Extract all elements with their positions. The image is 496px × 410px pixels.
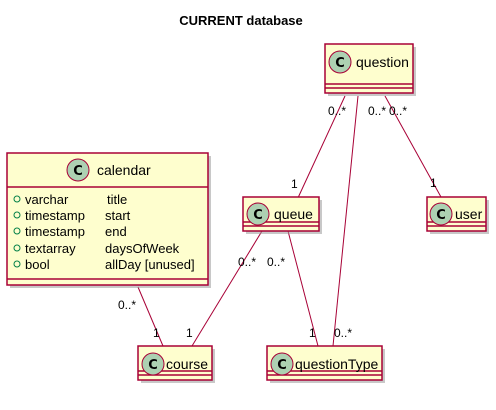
multiplicity-label: 1 bbox=[309, 326, 316, 340]
class-name: calendar bbox=[97, 162, 151, 178]
public-visibility-icon bbox=[13, 195, 21, 203]
attribute-type: timestamp bbox=[25, 224, 85, 239]
class-letter: C bbox=[148, 358, 158, 373]
public-visibility-icon bbox=[13, 227, 21, 235]
multiplicity-label: 0..* bbox=[328, 104, 346, 118]
class-stereotype-icon bbox=[429, 202, 453, 226]
class-questiontype[interactable]: C questionType bbox=[266, 345, 385, 383]
class-letter: C bbox=[253, 208, 263, 223]
multiplicity-label: 1 bbox=[291, 177, 298, 191]
attribute-name: start bbox=[105, 208, 131, 223]
class-letter: C bbox=[436, 208, 446, 223]
relation-queue-course: 0..* 1 bbox=[186, 230, 263, 347]
multiplicity-label: 0..* bbox=[368, 104, 386, 118]
attribute-name: end bbox=[105, 224, 127, 239]
class-course[interactable]: C course bbox=[137, 345, 215, 383]
attribute-row: textarray daysOfWeek bbox=[13, 241, 180, 256]
class-stereotype-icon bbox=[66, 158, 90, 182]
class-stereotype-icon bbox=[141, 352, 165, 376]
multiplicity-label: 0..* bbox=[267, 255, 285, 269]
class-stereotype-icon bbox=[270, 352, 294, 376]
attribute-row: timestamp start bbox=[13, 208, 131, 223]
multiplicity-label: 1 bbox=[430, 176, 437, 190]
multiplicity-label: 1 bbox=[186, 326, 193, 340]
multiplicity-label: 0..* bbox=[118, 298, 136, 312]
relation-question-user: 0..* 1 bbox=[384, 95, 442, 198]
attribute-name: allDay [unused] bbox=[105, 257, 195, 272]
attribute-name: daysOfWeek bbox=[105, 241, 180, 256]
class-letter: C bbox=[73, 164, 83, 179]
class-stereotype-icon bbox=[328, 50, 352, 74]
attribute-row: timestamp end bbox=[13, 224, 127, 239]
attribute-row: varchar title bbox=[13, 192, 127, 207]
class-letter: C bbox=[335, 56, 345, 71]
class-name: queue bbox=[274, 206, 313, 222]
class-question[interactable]: C question bbox=[324, 43, 416, 96]
multiplicity-label: 1 bbox=[153, 326, 160, 340]
public-visibility-icon bbox=[13, 244, 21, 252]
attribute-type: textarray bbox=[25, 241, 76, 256]
class-name: user bbox=[455, 206, 483, 222]
attribute-type: timestamp bbox=[25, 208, 85, 223]
class-name: course bbox=[166, 356, 208, 372]
attribute-name: title bbox=[107, 192, 127, 207]
class-user[interactable]: C user bbox=[426, 196, 489, 234]
multiplicity-label: 0..* bbox=[389, 104, 407, 118]
attribute-row: bool allDay [unused] bbox=[13, 257, 195, 272]
relation-question-questiontype: 0..* 0..* bbox=[332, 95, 386, 347]
relation-question-queue: 0..* 1 bbox=[291, 95, 346, 201]
public-visibility-icon bbox=[13, 211, 21, 219]
multiplicity-label: 0..* bbox=[334, 326, 352, 340]
multiplicity-label: 0..* bbox=[238, 255, 256, 269]
relation-queue-questiontype: 0..* 1 bbox=[267, 230, 319, 347]
attribute-type: varchar bbox=[25, 192, 69, 207]
class-letter: C bbox=[277, 358, 287, 373]
class-name: questionType bbox=[295, 356, 378, 372]
class-calendar[interactable]: C calendar varchar title timestamp start… bbox=[6, 152, 211, 288]
class-name: question bbox=[356, 54, 409, 70]
public-visibility-icon bbox=[13, 260, 21, 268]
relation-calendar-course: 0..* 1 bbox=[118, 286, 164, 347]
attribute-type: bool bbox=[25, 257, 50, 272]
diagram-title: CURRENT database bbox=[179, 13, 303, 28]
class-queue[interactable]: C queue bbox=[242, 196, 322, 234]
class-stereotype-icon bbox=[246, 202, 270, 226]
